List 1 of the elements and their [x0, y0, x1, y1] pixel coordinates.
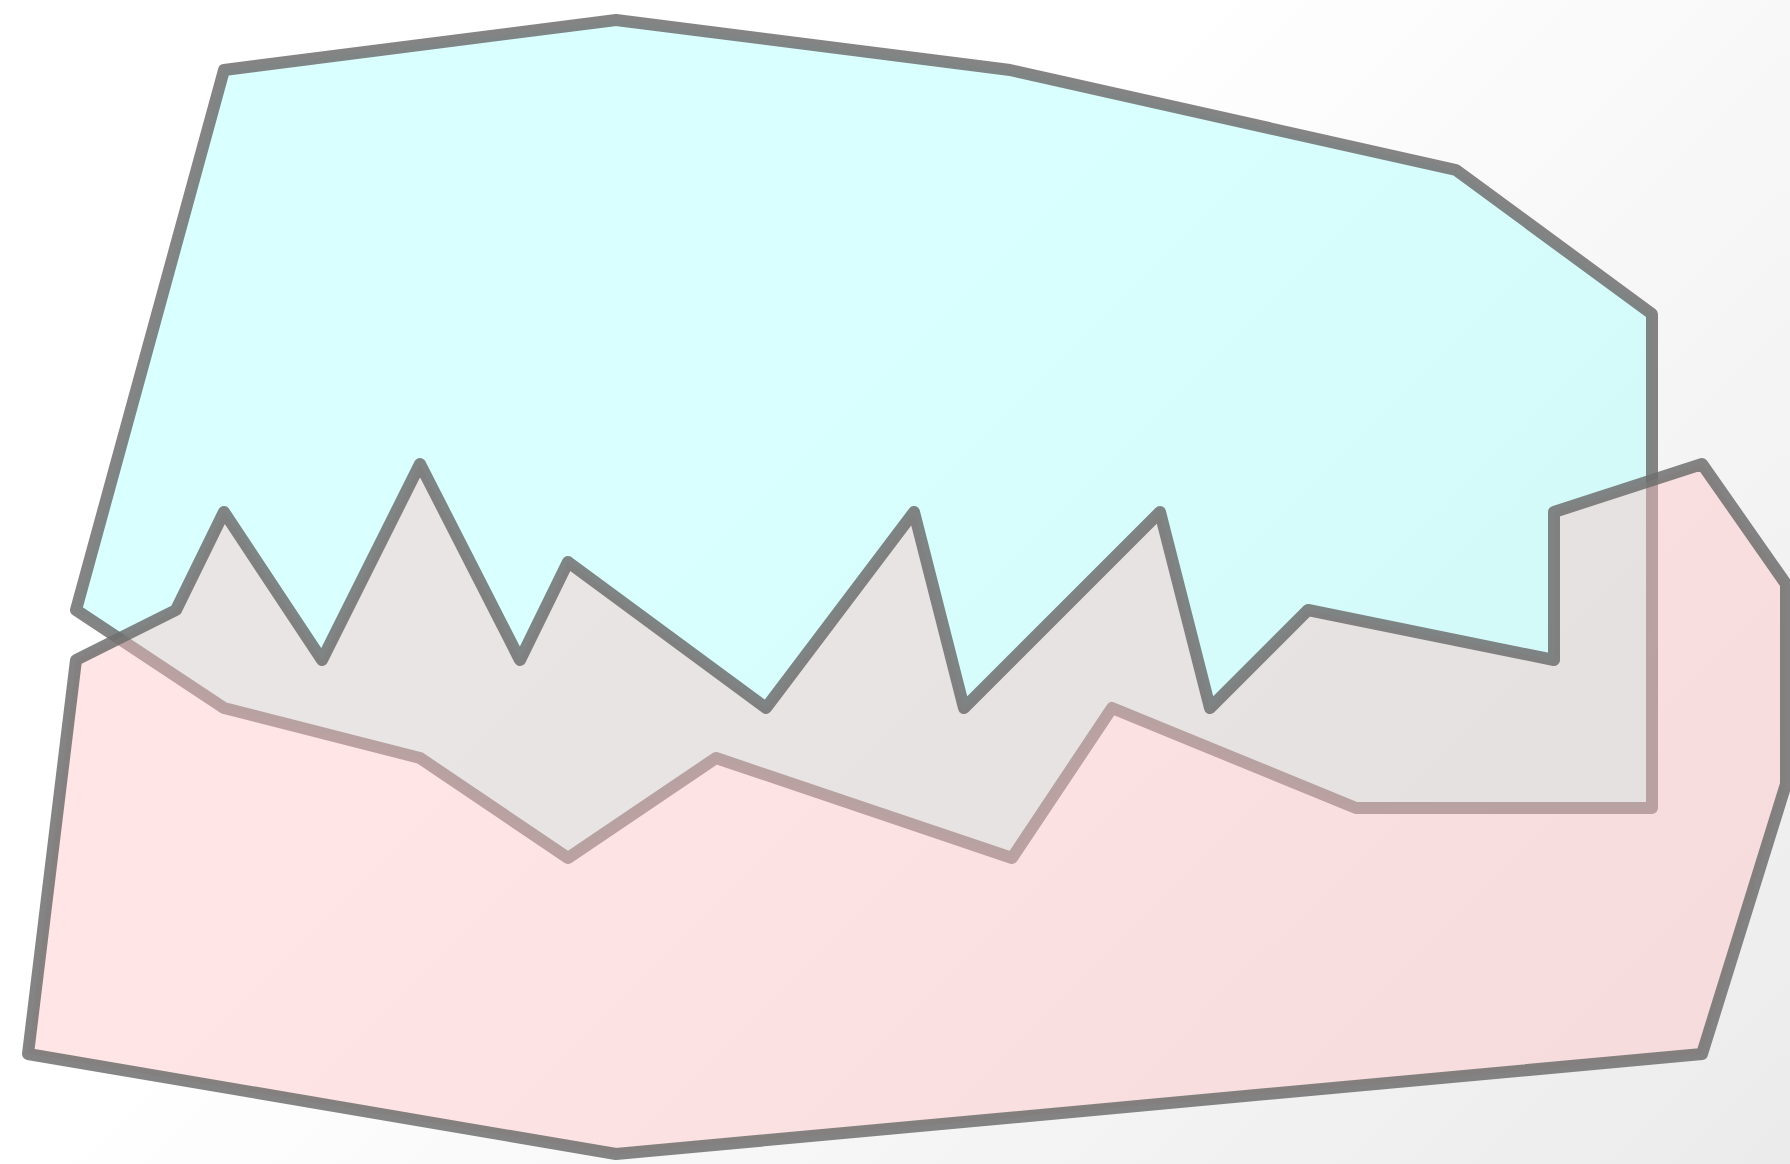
- lower-polygon: [22, 458, 1790, 1160]
